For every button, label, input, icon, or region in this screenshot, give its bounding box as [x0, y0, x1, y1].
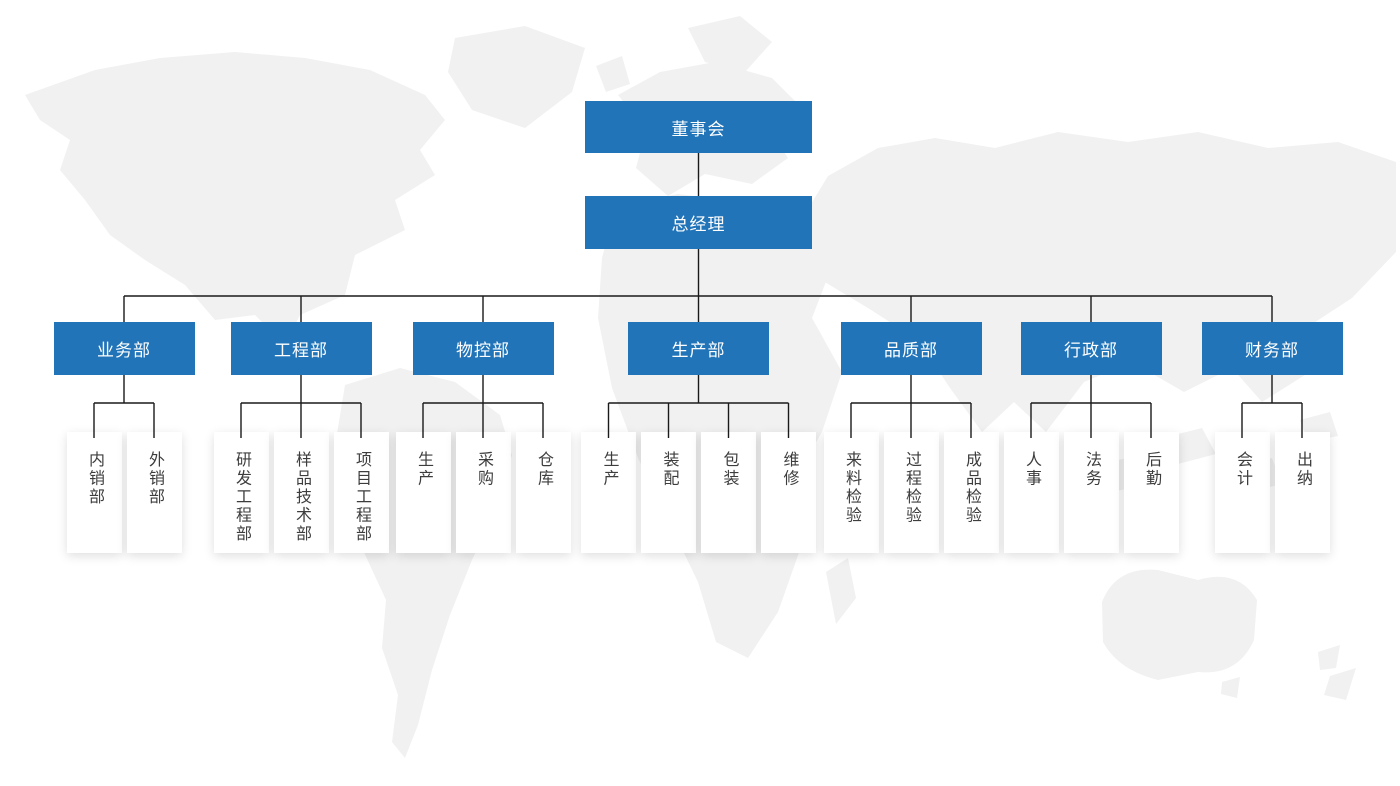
dept-label: 物控部 — [456, 341, 510, 360]
leaf-label: 生产 — [415, 451, 432, 488]
leaf-label: 样品技术部 — [293, 451, 310, 544]
leaf-label: 内销部 — [86, 451, 103, 507]
node-quality-child-2: 成品检验 — [943, 432, 999, 553]
dept-label: 财务部 — [1245, 341, 1299, 360]
node-engineering-child-2: 项目工程部 — [333, 432, 389, 553]
node-quality-child-1: 过程检验 — [883, 432, 939, 553]
node-business-child-0: 内销部 — [66, 432, 122, 553]
node-quality-child-0: 来料检验 — [823, 432, 879, 553]
leaf-label: 项目工程部 — [353, 451, 370, 544]
node-admin-child-2: 后勤 — [1123, 432, 1179, 553]
node-production-child-0: 生产 — [581, 432, 636, 553]
node-dept-engineering: 工程部 — [230, 322, 372, 375]
leaf-label: 成品检验 — [963, 451, 980, 525]
node-engineering-child-1: 样品技术部 — [273, 432, 329, 553]
node-engineering-child-0: 研发工程部 — [213, 432, 269, 553]
leaf-label: 来料检验 — [843, 451, 860, 525]
leaf-label: 仓库 — [535, 451, 552, 488]
node-material-control-child-2: 仓库 — [515, 432, 571, 553]
leaf-label: 出纳 — [1294, 451, 1311, 488]
node-dept-admin: 行政部 — [1020, 322, 1162, 375]
node-general-manager-label: 总经理 — [671, 215, 726, 234]
node-production-child-3: 维修 — [761, 432, 816, 553]
leaf-label: 采购 — [475, 451, 492, 488]
node-dept-business: 业务部 — [53, 322, 195, 375]
node-admin-child-0: 人事 — [1003, 432, 1059, 553]
node-dept-material-control: 物控部 — [412, 322, 554, 375]
node-finance-child-0: 会计 — [1214, 432, 1270, 553]
dept-label: 生产部 — [671, 341, 726, 360]
node-production-child-1: 装配 — [641, 432, 696, 553]
node-dept-finance: 财务部 — [1201, 322, 1343, 375]
leaf-label: 生产 — [600, 451, 618, 488]
node-board: 董事会 — [585, 101, 812, 153]
dept-label: 行政部 — [1064, 341, 1118, 360]
leaf-label: 后勤 — [1143, 451, 1160, 488]
node-material-control-child-0: 生产 — [395, 432, 451, 553]
node-dept-quality: 品质部 — [840, 322, 982, 375]
leaf-label: 外销部 — [146, 451, 163, 507]
leaf-label: 维修 — [780, 451, 798, 488]
node-finance-child-1: 出纳 — [1274, 432, 1330, 553]
dept-label: 品质部 — [884, 341, 938, 360]
leaf-label: 法务 — [1083, 451, 1100, 488]
leaf-label: 会计 — [1234, 451, 1251, 488]
node-admin-child-1: 法务 — [1063, 432, 1119, 553]
node-material-control-child-1: 采购 — [455, 432, 511, 553]
leaf-label: 过程检验 — [903, 451, 920, 525]
node-general-manager: 总经理 — [585, 196, 812, 249]
leaf-label: 人事 — [1023, 451, 1040, 488]
node-board-label: 董事会 — [671, 119, 726, 139]
dept-label: 业务部 — [97, 341, 151, 360]
leaf-label: 研发工程部 — [233, 451, 250, 544]
leaf-label: 装配 — [660, 451, 678, 488]
dept-label: 工程部 — [274, 341, 328, 360]
node-business-child-1: 外销部 — [126, 432, 182, 553]
node-production-child-2: 包装 — [701, 432, 756, 553]
node-dept-production: 生产部 — [628, 322, 769, 375]
leaf-label: 包装 — [720, 451, 738, 488]
